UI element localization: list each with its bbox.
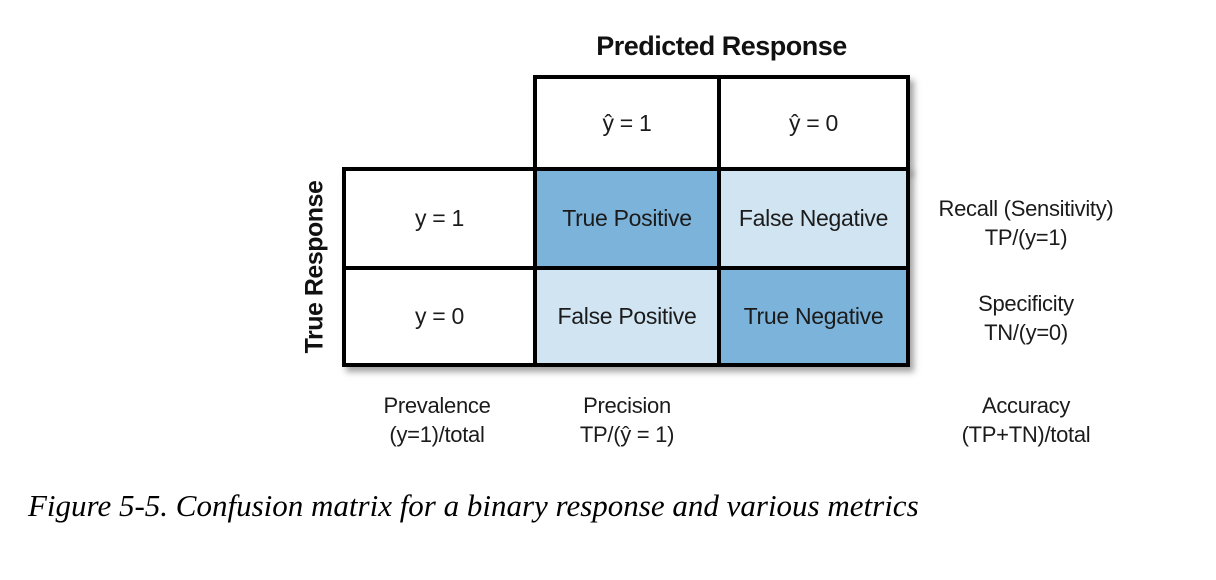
cell-true-positive: True Positive <box>537 171 717 266</box>
column-header-yhat-0: ŷ = 0 <box>721 79 906 167</box>
metric-specificity-formula: TN/(y=0) <box>984 320 1068 345</box>
metric-precision-name: Precision <box>583 393 671 418</box>
metric-prevalence-name: Prevalence <box>383 393 491 418</box>
metric-specificity: Specificity TN/(y=0) <box>906 289 1146 347</box>
figure-caption: Figure 5-5. Confusion matrix for a binar… <box>28 488 919 523</box>
predicted-response-axis-title: Predicted Response <box>596 31 847 61</box>
metric-recall: Recall (Sensitivity) TP/(y=1) <box>906 194 1146 252</box>
metric-accuracy-name: Accuracy <box>981 393 1071 418</box>
metric-precision-formula: TP/(ŷ = 1) <box>579 422 675 447</box>
metric-precision: Precision TP/(ŷ = 1) <box>527 391 727 449</box>
metric-recall-formula: TP/(y=1) <box>984 225 1068 250</box>
column-header-row: ŷ = 1 ŷ = 0 <box>533 75 910 171</box>
confusion-matrix-body: y = 1 True Positive False Negative y = 0… <box>342 167 910 367</box>
cell-false-positive: False Positive <box>537 270 717 363</box>
metric-prevalence-formula: (y=1)/total <box>389 422 485 447</box>
metric-prevalence: Prevalence (y=1)/total <box>337 391 537 449</box>
cell-true-negative: True Negative <box>721 270 906 363</box>
row-header-y-0: y = 0 <box>346 270 533 363</box>
true-response-axis-title: True Response <box>300 180 329 354</box>
column-header-yhat-1: ŷ = 1 <box>537 79 717 167</box>
metric-recall-name: Recall (Sensitivity) <box>938 196 1114 221</box>
metric-accuracy: Accuracy (TP+TN)/total <box>926 391 1126 449</box>
row-header-y-1: y = 1 <box>346 171 533 266</box>
metric-accuracy-formula: (TP+TN)/total <box>961 422 1091 447</box>
metric-specificity-name: Specificity <box>978 291 1074 316</box>
cell-false-negative: False Negative <box>721 171 906 266</box>
